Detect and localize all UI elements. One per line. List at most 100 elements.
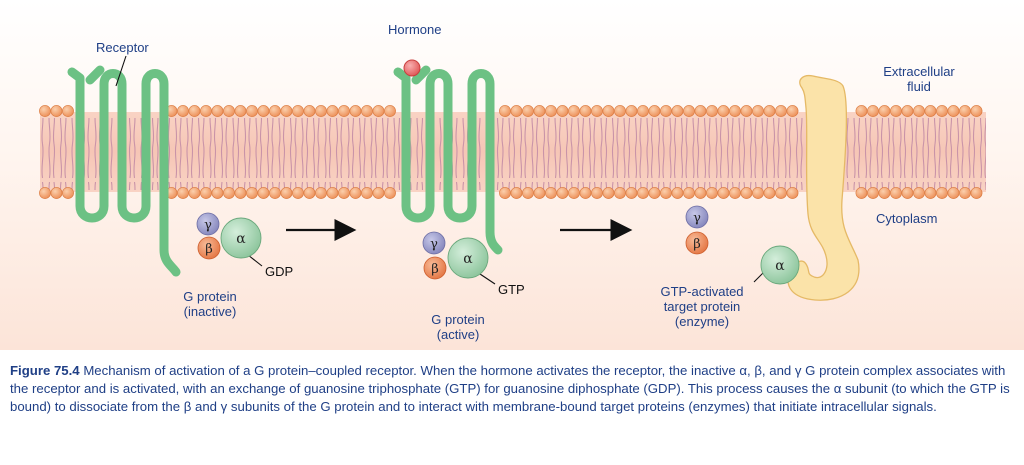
phospholipid-head bbox=[315, 187, 327, 199]
phospholipid-head bbox=[326, 187, 339, 199]
phospholipid-head bbox=[890, 187, 902, 199]
phospholipid-head bbox=[177, 105, 189, 117]
phospholipid-head bbox=[579, 105, 592, 117]
phospholipid-head bbox=[602, 187, 615, 199]
phospholipid-head bbox=[280, 105, 293, 117]
membrane-heads-bottom bbox=[39, 187, 983, 199]
beta-subunit-active bbox=[423, 256, 447, 280]
phospholipid-head bbox=[637, 105, 649, 117]
g-protein-active-line-1: G protein bbox=[431, 312, 485, 327]
phospholipid-head bbox=[349, 187, 362, 199]
phospholipid-head bbox=[683, 105, 695, 117]
phospholipid-head bbox=[349, 105, 362, 117]
phospholipid-head bbox=[499, 187, 511, 199]
phospholipid-head bbox=[361, 187, 373, 199]
target-line-1: GTP-activated bbox=[660, 284, 744, 299]
receptor-label: Receptor bbox=[96, 40, 149, 55]
phospholipid-head bbox=[936, 187, 948, 199]
target-line-3: (enzyme) bbox=[674, 314, 730, 329]
phospholipid-head bbox=[637, 187, 649, 199]
phospholipid-head bbox=[338, 105, 350, 117]
gamma-subunit-free bbox=[685, 205, 709, 229]
phospholipid-head bbox=[671, 105, 684, 117]
phospholipid-head bbox=[959, 187, 971, 199]
phospholipid-head bbox=[671, 187, 684, 199]
phospholipid-head bbox=[867, 187, 879, 199]
phospholipid-head bbox=[223, 105, 235, 117]
phospholipid-head bbox=[683, 187, 695, 199]
phospholipid-head bbox=[660, 187, 672, 199]
phospholipid-head bbox=[50, 105, 63, 117]
phospholipid-head bbox=[591, 105, 603, 117]
phospholipid-head bbox=[499, 105, 511, 117]
phospholipid-head bbox=[177, 187, 189, 199]
phospholipid-head bbox=[924, 187, 937, 199]
alpha-subunit-inactive bbox=[220, 217, 262, 259]
gamma-symbol: γ bbox=[693, 211, 701, 226]
phospholipid-head bbox=[775, 105, 787, 117]
caption-text: Mechanism of activation of a G protein–c… bbox=[10, 363, 1010, 414]
phospholipid-head bbox=[510, 187, 523, 199]
gamma-subunit-active bbox=[422, 231, 446, 255]
phospholipid-head bbox=[292, 105, 304, 117]
beta-subunit-inactive bbox=[197, 236, 221, 260]
phospholipid-head bbox=[303, 105, 316, 117]
phospholipid-head bbox=[729, 187, 741, 199]
phospholipid-head bbox=[729, 105, 741, 117]
extracellular-line-2: fluid bbox=[907, 79, 931, 94]
phospholipid-head bbox=[556, 105, 569, 117]
gdp-leader bbox=[247, 254, 263, 267]
phospholipid-head bbox=[269, 187, 281, 199]
phospholipid-head bbox=[614, 105, 626, 117]
phospholipid-head bbox=[200, 105, 212, 117]
phospholipid-head bbox=[786, 187, 799, 199]
phospholipid-head bbox=[234, 105, 247, 117]
alpha-subunit-active bbox=[447, 237, 489, 279]
phospholipid-head bbox=[890, 105, 902, 117]
target-line-2: target protein bbox=[663, 299, 741, 314]
g-protein-inactive-label: G protein (inactive) bbox=[160, 289, 260, 319]
phospholipid-head bbox=[211, 105, 224, 117]
phospholipid-head bbox=[510, 105, 523, 117]
phospholipid-head bbox=[913, 105, 925, 117]
phospholipid-head bbox=[752, 187, 764, 199]
phospholipid-head bbox=[372, 105, 385, 117]
phospholipid-head bbox=[326, 105, 339, 117]
receptor-leader bbox=[115, 55, 127, 87]
phospholipid-head bbox=[372, 187, 385, 199]
phospholipid-head bbox=[947, 187, 960, 199]
phospholipid-head bbox=[740, 187, 753, 199]
phospholipid-head bbox=[947, 105, 960, 117]
phospholipid-head bbox=[246, 187, 258, 199]
phospholipid-head bbox=[188, 187, 201, 199]
phospholipid-head bbox=[292, 187, 304, 199]
hormone-label: Hormone bbox=[388, 22, 442, 37]
phospholipid-head bbox=[200, 187, 212, 199]
phospholipid-head bbox=[901, 187, 914, 199]
phospholipid-head bbox=[614, 187, 626, 199]
phospholipid-head bbox=[39, 105, 51, 117]
phospholipid-head bbox=[257, 187, 270, 199]
g-protein-active-label: G protein (active) bbox=[408, 312, 508, 342]
phospholipid-head bbox=[384, 187, 396, 199]
phospholipid-head bbox=[188, 105, 201, 117]
g-protein-inactive: γ β α bbox=[196, 212, 262, 260]
phospholipid-head bbox=[740, 105, 753, 117]
phospholipid-head bbox=[269, 105, 281, 117]
beta-symbol: β bbox=[431, 262, 439, 277]
phospholipid-head bbox=[545, 187, 557, 199]
phospholipid-head bbox=[763, 105, 776, 117]
phospholipid-head bbox=[533, 105, 546, 117]
phospholipid-head bbox=[384, 105, 396, 117]
membrane-heads-top bbox=[39, 105, 983, 117]
gdp-label: GDP bbox=[265, 264, 294, 279]
phospholipid-head bbox=[568, 187, 580, 199]
phospholipid-head bbox=[625, 105, 638, 117]
phospholipid-head bbox=[579, 187, 592, 199]
phospholipid-head bbox=[50, 187, 63, 199]
phospholipid-head bbox=[717, 187, 730, 199]
gamma-subunit-inactive bbox=[196, 212, 220, 236]
alpha-subunit-bound bbox=[760, 245, 800, 285]
gtp-label: GTP bbox=[498, 282, 525, 297]
phospholipid-head bbox=[591, 187, 603, 199]
